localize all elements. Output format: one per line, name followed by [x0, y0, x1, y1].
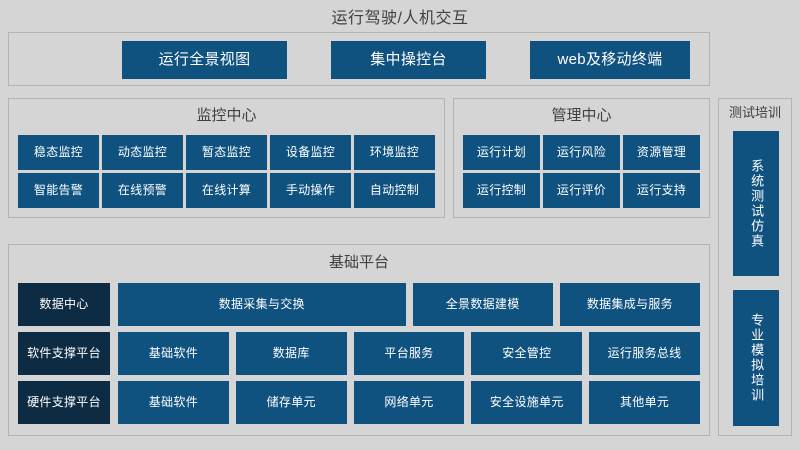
- manage-item[interactable]: 运行控制: [463, 173, 540, 208]
- monitor-center-grid: 稳态监控 动态监控 暂态监控 设备监控 环境监控 智能告警 在线预警 在线计算 …: [18, 135, 435, 208]
- base-item[interactable]: 全景数据建模: [412, 283, 553, 326]
- base-item[interactable]: 基础软件: [118, 381, 229, 424]
- monitor-item[interactable]: 动态监控: [102, 135, 183, 170]
- manage-center-panel: 管理中心 运行计划 运行风险 资源管理 运行控制 运行评价 运行支持: [453, 98, 710, 218]
- base-row-items: 数据采集与交换 全景数据建模 数据集成与服务: [118, 283, 700, 326]
- base-row-label[interactable]: 软件支撑平台: [18, 332, 110, 375]
- monitor-item[interactable]: 暂态监控: [186, 135, 267, 170]
- header-band: 运行全景视图 集中操控台 web及移动终端: [8, 32, 710, 86]
- monitor-item[interactable]: 设备监控: [270, 135, 351, 170]
- header-button-2[interactable]: web及移动终端: [530, 41, 690, 79]
- header-button-1[interactable]: 集中操控台: [331, 41, 486, 79]
- base-item[interactable]: 基础软件: [118, 332, 229, 375]
- base-item[interactable]: 网络单元: [353, 381, 465, 424]
- base-platform-panel: 基础平台 数据中心 数据采集与交换 全景数据建模 数据集成与服务 软件支撑平台 …: [8, 244, 710, 436]
- base-item[interactable]: 数据集成与服务: [559, 283, 700, 326]
- manage-item[interactable]: 运行评价: [543, 173, 620, 208]
- monitor-center-panel: 监控中心 稳态监控 动态监控 暂态监控 设备监控 环境监控 智能告警 在线预警 …: [8, 98, 445, 218]
- manage-center-row: 运行控制 运行评价 运行支持: [463, 173, 700, 208]
- base-row-label[interactable]: 硬件支撑平台: [18, 381, 110, 424]
- base-item[interactable]: 储存单元: [235, 381, 347, 424]
- test-training-item[interactable]: 系统测试仿真: [733, 131, 779, 276]
- base-row-label[interactable]: 数据中心: [18, 283, 110, 326]
- base-item[interactable]: 安全设施单元: [471, 381, 583, 424]
- monitor-center-row: 智能告警 在线预警 在线计算 手动操作 自动控制: [18, 173, 435, 208]
- base-item[interactable]: 安全管控: [471, 332, 583, 375]
- base-item[interactable]: 运行服务总线: [589, 332, 700, 375]
- test-training-title: 测试培训: [728, 105, 781, 120]
- base-platform-grid: 数据中心 数据采集与交换 全景数据建模 数据集成与服务 软件支撑平台 基础软件 …: [18, 283, 700, 424]
- manage-item[interactable]: 运行支持: [623, 173, 700, 208]
- monitor-item[interactable]: 在线计算: [186, 173, 267, 208]
- manage-center-title: 管理中心: [551, 107, 612, 124]
- manage-item[interactable]: 运行风险: [543, 135, 620, 170]
- base-row-items: 基础软件 数据库 平台服务 安全管控 运行服务总线: [118, 332, 700, 375]
- monitor-item[interactable]: 稳态监控: [18, 135, 99, 170]
- monitor-center-title: 监控中心: [196, 107, 257, 124]
- monitor-item[interactable]: 在线预警: [102, 173, 183, 208]
- monitor-item[interactable]: 手动操作: [270, 173, 351, 208]
- base-item[interactable]: 数据库: [235, 332, 347, 375]
- manage-center-grid: 运行计划 运行风险 资源管理 运行控制 运行评价 运行支持: [463, 135, 700, 208]
- manage-center-row: 运行计划 运行风险 资源管理: [463, 135, 700, 170]
- page-title: 运行驾驶/人机交互: [331, 10, 469, 27]
- base-platform-title: 基础平台: [328, 254, 389, 271]
- base-item[interactable]: 其他单元: [589, 381, 700, 424]
- base-platform-row: 数据中心 数据采集与交换 全景数据建模 数据集成与服务: [18, 283, 700, 326]
- monitor-item[interactable]: 自动控制: [354, 173, 435, 208]
- monitor-item[interactable]: 环境监控: [354, 135, 435, 170]
- base-item[interactable]: 平台服务: [353, 332, 465, 375]
- manage-item[interactable]: 运行计划: [463, 135, 540, 170]
- test-training-panel: 测试培训 系统测试仿真 专业模拟培训: [718, 98, 792, 436]
- base-row-items: 基础软件 储存单元 网络单元 安全设施单元 其他单元: [118, 381, 700, 424]
- base-item[interactable]: 数据采集与交换: [118, 283, 406, 326]
- base-platform-row: 软件支撑平台 基础软件 数据库 平台服务 安全管控 运行服务总线: [18, 332, 700, 375]
- base-platform-row: 硬件支撑平台 基础软件 储存单元 网络单元 安全设施单元 其他单元: [18, 381, 700, 424]
- monitor-item[interactable]: 智能告警: [18, 173, 99, 208]
- test-training-item[interactable]: 专业模拟培训: [733, 290, 779, 426]
- header-button-0[interactable]: 运行全景视图: [122, 41, 287, 79]
- manage-item[interactable]: 资源管理: [623, 135, 700, 170]
- monitor-center-row: 稳态监控 动态监控 暂态监控 设备监控 环境监控: [18, 135, 435, 170]
